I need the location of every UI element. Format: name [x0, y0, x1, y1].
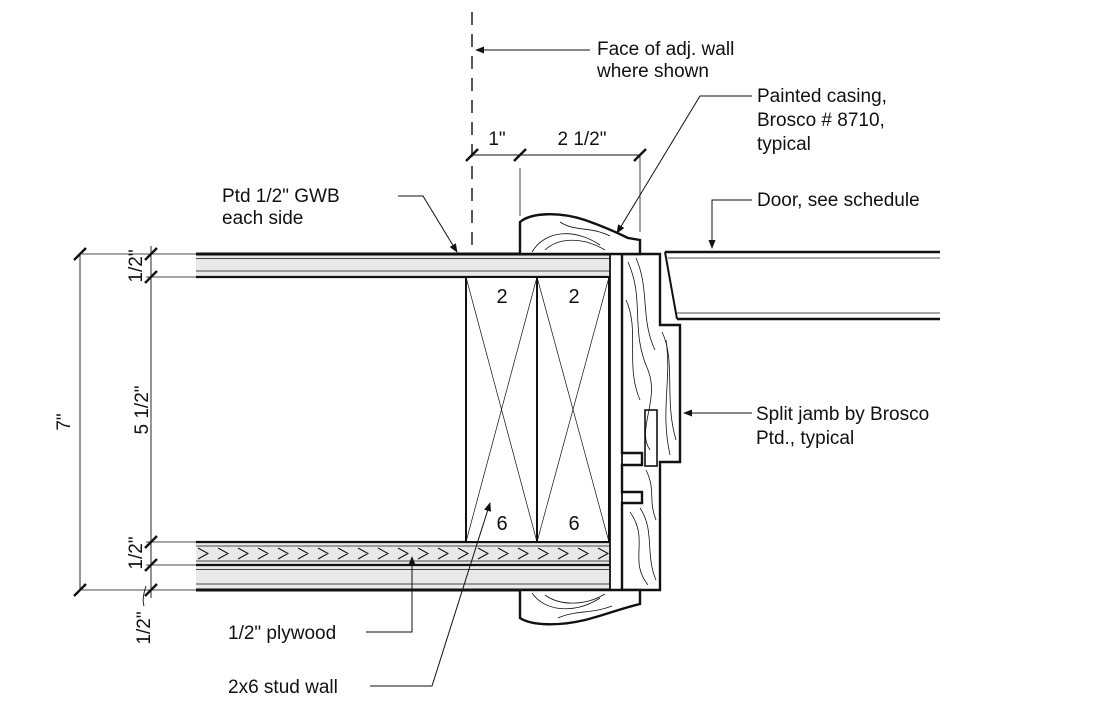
stud-2x6-pair — [465, 276, 610, 543]
stud-mark-bottom-left: 6 — [496, 513, 507, 535]
dim-2-half-inch: 2 1/2" — [557, 129, 606, 150]
leader-stud-wall — [370, 502, 491, 687]
label-casing-line1: Painted casing, — [757, 86, 887, 107]
casing-top — [518, 213, 642, 256]
label-face-wall-line1: Face of adj. wall — [597, 39, 734, 60]
label-jamb-line2: Ptd., typical — [756, 428, 854, 449]
label-plywood: 1/2" plywood — [228, 623, 336, 644]
top-dimension-string — [465, 148, 647, 232]
left-dimension-strings — [73, 246, 196, 607]
plywood-hatch — [197, 547, 610, 560]
casing-bottom — [518, 588, 642, 626]
label-jamb-line1: Split jamb by Brosco — [756, 404, 929, 425]
label-gwb-line2: each side — [222, 208, 303, 229]
leader-plywood — [366, 556, 416, 633]
stud-mark-top-right: 2 — [568, 286, 579, 308]
top-gwb-layer — [196, 252, 611, 279]
leader-door — [708, 199, 752, 249]
label-door: Door, see schedule — [757, 190, 920, 211]
plywood-chevrons — [197, 547, 610, 560]
label-casing-line2: Brosco # 8710, — [757, 110, 885, 131]
dim-bottom-half-inch: 1/2" — [134, 611, 155, 644]
door-leaf — [664, 250, 940, 321]
dim-top-half-inch: 1/2" — [126, 249, 147, 282]
split-jamb — [609, 252, 682, 592]
stud-mark-bottom-right: 6 — [568, 513, 579, 535]
dim-stud-5-half-inch: 5 1/2" — [132, 385, 153, 434]
leader-casing — [616, 95, 752, 234]
dim-overall-7-inch: 7" — [54, 413, 75, 430]
label-gwb-line1: Ptd 1/2" GWB — [222, 186, 340, 207]
label-face-wall-line2: where shown — [596, 61, 709, 82]
dim-plywood-half-inch: 1/2" — [126, 536, 147, 569]
dim-1-inch: 1" — [488, 129, 505, 150]
label-stud-wall: 2x6 stud wall — [228, 677, 338, 698]
stud-mark-top-left: 2 — [496, 286, 507, 308]
label-casing-line3: typical — [757, 134, 811, 155]
bottom-plywood-gwb-layers — [196, 540, 611, 592]
leader-gwb — [398, 195, 458, 253]
